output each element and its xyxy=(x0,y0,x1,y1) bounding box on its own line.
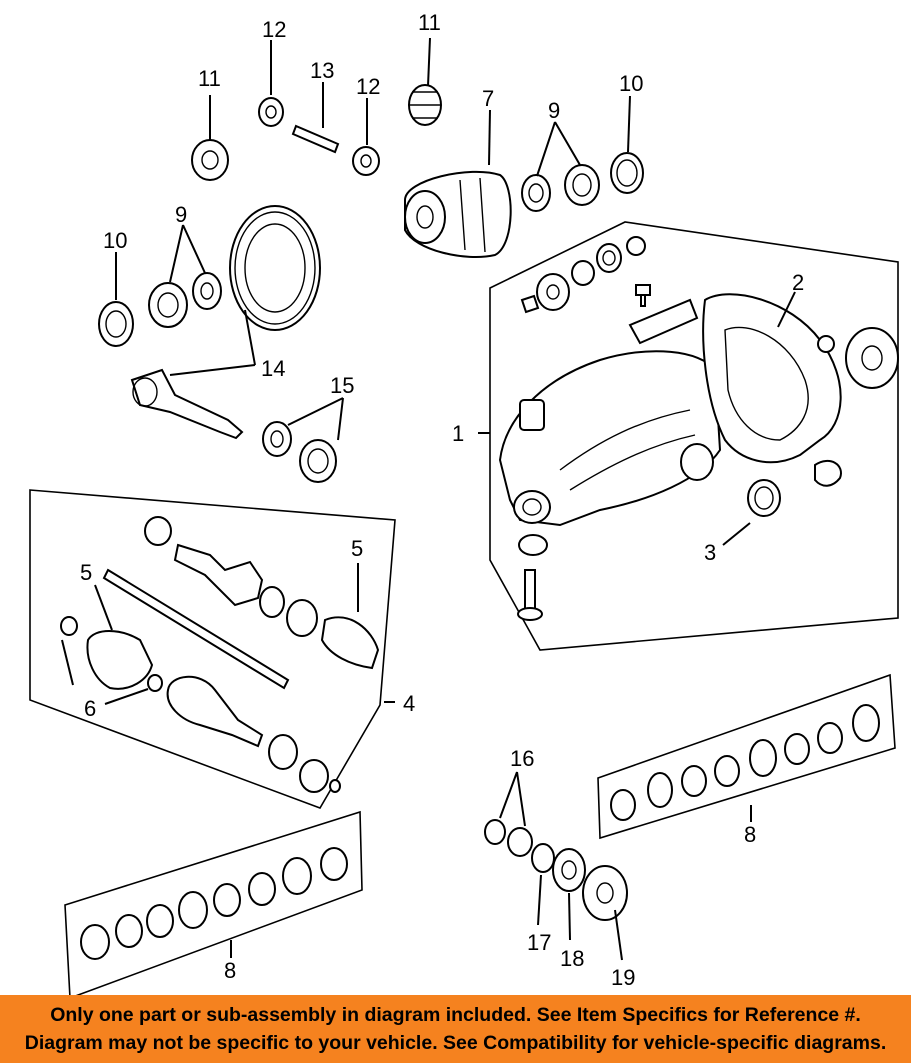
cv-joint-inner-part[interactable] xyxy=(166,675,264,748)
disclaimer-banner: Only one part or sub-assembly in diagram… xyxy=(0,995,911,1063)
shim-clip-part[interactable] xyxy=(814,459,842,487)
pinion-bearing-16a[interactable] xyxy=(484,819,506,845)
seal-end-part[interactable] xyxy=(299,759,341,793)
callout-17: 17 xyxy=(527,930,551,955)
axle-housing-part[interactable] xyxy=(498,350,722,527)
callout-8a: 8 xyxy=(224,958,236,983)
seal-small-1[interactable] xyxy=(571,260,595,286)
shim-left[interactable] xyxy=(98,301,134,347)
leader-lines xyxy=(61,37,796,961)
pinion-bearing-part[interactable] xyxy=(191,139,229,181)
boot-clamp-3[interactable] xyxy=(268,734,298,770)
pinion-gear-top[interactable] xyxy=(408,84,442,126)
carrier-bearing-left[interactable] xyxy=(192,272,222,310)
disclaimer-line-1: Only one part or sub-assembly in diagram… xyxy=(50,1004,861,1026)
mount-bolt-part[interactable] xyxy=(517,569,543,621)
callout-13: 13 xyxy=(310,58,334,83)
cv-boot-left-part[interactable] xyxy=(86,630,154,690)
axle-seal-part[interactable] xyxy=(747,479,781,517)
cv-boot-right-part[interactable] xyxy=(320,616,380,670)
cross-pin-part[interactable] xyxy=(291,124,340,154)
pinion-bearing-16b[interactable] xyxy=(507,827,533,857)
callout-3: 3 xyxy=(704,540,716,565)
differential-case-part[interactable] xyxy=(404,170,512,258)
pinion-bearing-15a[interactable] xyxy=(262,421,292,457)
gasket-kit-right-parts[interactable] xyxy=(610,704,880,821)
bushing-part[interactable] xyxy=(518,534,548,556)
washer-small[interactable] xyxy=(626,236,646,256)
callout-18: 18 xyxy=(560,946,584,971)
carrier-bearing-top[interactable] xyxy=(521,174,551,212)
callout-15: 15 xyxy=(330,373,354,398)
callout-9a: 9 xyxy=(548,98,560,123)
callout-19: 19 xyxy=(611,965,635,990)
vent-cap-part[interactable] xyxy=(519,399,545,431)
nut-small[interactable] xyxy=(520,294,540,314)
callout-11b: 11 xyxy=(418,10,441,35)
snap-ring-left[interactable] xyxy=(60,616,78,636)
callout-10a: 10 xyxy=(619,71,643,96)
pinion-flange-19[interactable] xyxy=(582,865,628,921)
ring-gear-part[interactable] xyxy=(229,205,321,331)
gasket-kit-panel-right xyxy=(597,673,896,840)
cover-flange-part[interactable] xyxy=(845,327,899,389)
callout-16: 16 xyxy=(510,746,534,771)
snap-ring-6[interactable] xyxy=(147,674,163,692)
pinion-bearing-15b[interactable] xyxy=(299,439,337,483)
callout-8b: 8 xyxy=(744,822,756,847)
cover-nut-part[interactable] xyxy=(817,335,835,353)
callout-9b: 9 xyxy=(175,202,187,227)
callout-12b: 12 xyxy=(356,74,380,99)
parts-diagram: 1 2 3 4 5 5 6 7 8 8 9 9 10 10 11 11 12 1… xyxy=(29,10,899,995)
drive-pinion-part[interactable] xyxy=(130,368,244,440)
callout-labels: 1 2 3 4 5 5 6 7 8 8 9 9 10 10 11 11 12 1… xyxy=(80,10,804,990)
callout-2: 2 xyxy=(792,270,804,295)
carrier-bearing-cup-left[interactable] xyxy=(148,282,188,328)
callout-7: 7 xyxy=(482,86,494,111)
shim-top[interactable] xyxy=(610,152,644,194)
callout-4: 4 xyxy=(403,691,415,716)
callout-12a: 12 xyxy=(262,17,286,42)
callout-5b: 5 xyxy=(351,536,363,561)
side-gear-washer-left[interactable] xyxy=(258,97,284,127)
callout-1: 1 xyxy=(452,421,464,446)
axle-shaft-part[interactable] xyxy=(102,568,290,690)
seal-small-2[interactable] xyxy=(596,243,622,273)
callout-10b: 10 xyxy=(103,228,127,253)
bracket-part[interactable] xyxy=(628,298,699,345)
bolt-small[interactable] xyxy=(635,284,651,307)
gasket-kit-left-parts[interactable] xyxy=(80,847,348,960)
callout-14: 14 xyxy=(261,356,285,381)
cv-joint-outer-part[interactable] xyxy=(144,516,264,607)
callout-5a: 5 xyxy=(80,560,92,585)
pinion-seal-18[interactable] xyxy=(552,848,586,892)
flange-small-part[interactable] xyxy=(536,273,570,311)
axle-shaft-panel xyxy=(29,489,396,809)
carrier-bearing-cup-top[interactable] xyxy=(564,164,600,206)
boot-clamp-1[interactable] xyxy=(259,586,285,618)
pinion-spacer-17[interactable] xyxy=(531,843,555,873)
callout-6: 6 xyxy=(84,696,96,721)
boot-clamp-2[interactable] xyxy=(286,599,318,637)
side-gear-washer-right[interactable] xyxy=(352,146,380,176)
disclaimer-line-2: Diagram may not be specific to your vehi… xyxy=(24,1032,887,1054)
callout-11a: 11 xyxy=(198,66,221,91)
